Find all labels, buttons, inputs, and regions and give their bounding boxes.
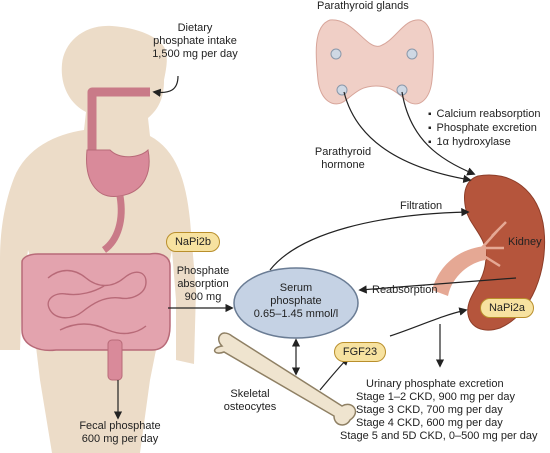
- absorption-line-2: absorption: [177, 278, 229, 290]
- parathyroid-gland-illustration: [315, 19, 434, 105]
- fecal-phosphate-label: Fecal phosphate 600 mg per day: [60, 420, 180, 446]
- dietary-line-3: 1,500 mg per day: [152, 48, 238, 60]
- flow-arrows: [113, 75, 517, 420]
- urinary-excretion-block: Urinary phosphate excretion Stage 1–2 CK…: [340, 378, 538, 443]
- skeletal-line-2: osteocytes: [223, 401, 277, 413]
- kidney-illustration: [432, 174, 546, 331]
- absorption-line-1: Phosphate: [176, 265, 230, 277]
- absorption-line-3: 900 mg: [184, 291, 222, 303]
- dietary-line-1: Dietary: [177, 22, 213, 34]
- dietary-line-2: phosphate intake: [153, 35, 237, 47]
- serum-line-1: Serum: [279, 282, 313, 294]
- stomach-esophagus: [86, 87, 150, 253]
- phosphate-absorption-label: Phosphate absorption 900 mg: [166, 265, 240, 304]
- pth-line-2: hormone: [321, 159, 365, 171]
- kidney-label: Kidney: [508, 236, 542, 248]
- serum-line-3: 0.65–1.45 mmol/l: [253, 308, 339, 320]
- urinary-stage-5: Stage 5 and 5D CKD, 0–500 mg per day: [340, 430, 538, 442]
- intestines: [21, 252, 171, 381]
- pth-line-1: Parathyroid: [314, 146, 372, 158]
- urinary-stage-4: Stage 4 CKD, 600 mg per day: [356, 417, 503, 429]
- dietary-intake-label: Dietary phosphate intake 1,500 mg per da…: [140, 22, 250, 61]
- serum-phosphate-label: Serum phosphate 0.65–1.45 mmol/l: [236, 282, 356, 321]
- reabsorption-label: Reabsorption: [372, 284, 438, 296]
- serum-line-2: phosphate: [270, 295, 322, 307]
- fecal-line-1: Fecal phosphate: [79, 420, 161, 432]
- napi2a-badge: NaPi2a: [480, 298, 534, 318]
- napi2b-badge: NaPi2b: [166, 232, 220, 252]
- parathyroid-hormone-label: Parathyroid hormone: [308, 146, 378, 172]
- pth-action-phosphate: Phosphate excretion: [428, 122, 537, 135]
- urinary-stage-3: Stage 3 CKD, 700 mg per day: [356, 404, 503, 416]
- parathyroid-glands-label: Parathyroid glands: [317, 0, 409, 12]
- bone-illustration: [213, 332, 357, 426]
- serum-phosphate-ellipse: [233, 267, 359, 339]
- urinary-title: Urinary phosphate excretion: [366, 378, 504, 390]
- pth-action-hydroxylase: 1α hydroxylase: [428, 136, 511, 149]
- urinary-stage-1-2: Stage 1–2 CKD, 900 mg per day: [356, 391, 515, 403]
- skeletal-line-1: Skeletal: [230, 388, 270, 400]
- pth-action-calcium: Calcium reabsorption: [428, 108, 541, 121]
- fgf23-badge: FGF23: [334, 342, 386, 362]
- filtration-label: Filtration: [400, 200, 443, 212]
- fecal-line-2: 600 mg per day: [81, 433, 159, 445]
- skeletal-osteocytes-label: Skeletal osteocytes: [210, 388, 290, 414]
